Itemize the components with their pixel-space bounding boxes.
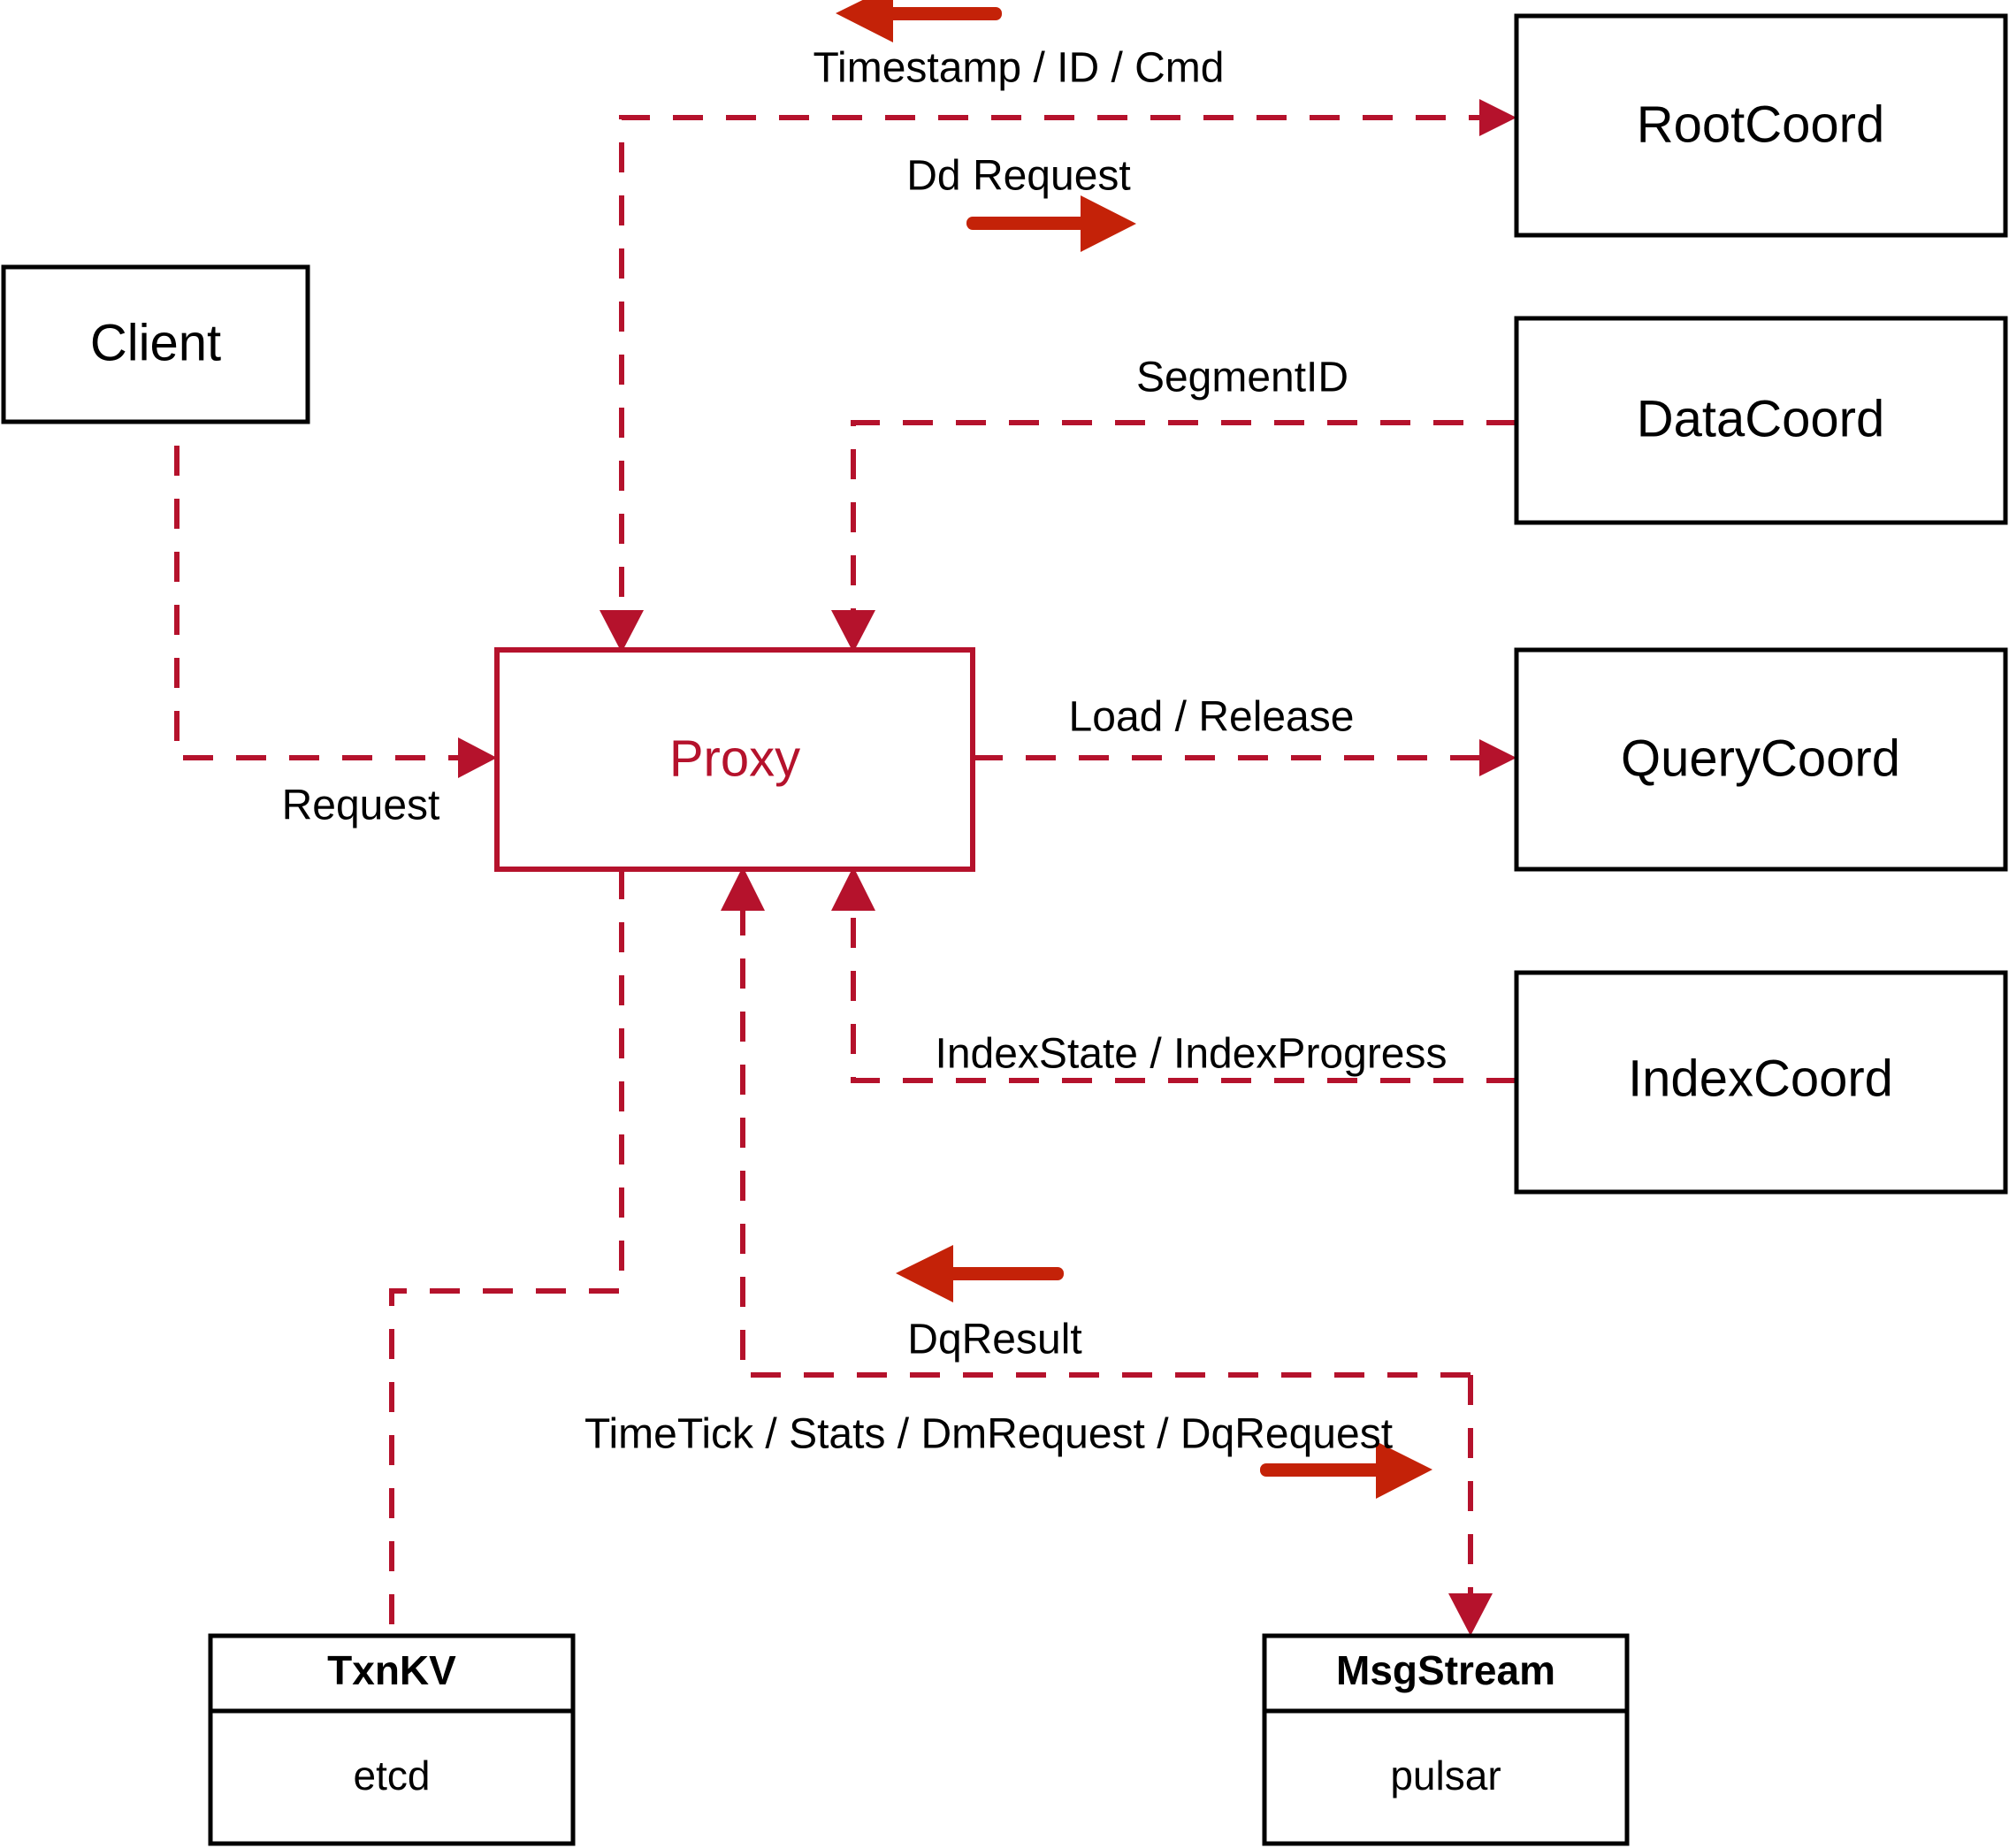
node-msgstream[interactable]: MsgStream pulsar xyxy=(1262,1633,1630,1846)
edge-request xyxy=(174,393,497,778)
arrowhead-proxy-left xyxy=(458,737,497,778)
node-indexcoord-label: IndexCoord xyxy=(1628,1050,1893,1107)
annotation-arrow-right-timetick xyxy=(1260,1441,1432,1499)
edge-label-dd-request: Dd Request xyxy=(906,153,1130,200)
edge-label-dq-result: DqResult xyxy=(907,1317,1081,1363)
node-rootcoord-label: RootCoord xyxy=(1637,95,1884,153)
arrowhead-proxy-bottom-left xyxy=(721,867,765,911)
edge-index-state xyxy=(831,867,1516,1083)
node-client[interactable]: Client xyxy=(1,264,310,424)
node-proxy-label: Proxy xyxy=(669,729,800,787)
edge-segment-id xyxy=(831,420,1516,653)
node-indexcoord[interactable]: IndexCoord xyxy=(1514,970,2008,1195)
arrowhead-rootcoord xyxy=(1479,99,1516,136)
edge-label-index-state-progress: IndexState / IndexProgress xyxy=(936,1031,1448,1078)
node-txnkv[interactable]: TxnKV etcd xyxy=(208,1633,576,1846)
edge-dd-request xyxy=(600,99,1516,653)
node-datacoord-label: DataCoord xyxy=(1637,390,1884,447)
edge-timetick-stats xyxy=(1448,1375,1493,1636)
edge-label-segment-id: SegmentID xyxy=(1136,355,1348,401)
arrowhead-proxy-top-left xyxy=(600,610,644,653)
node-txnkv-title: TxnKV xyxy=(327,1647,456,1693)
edge-label-request: Request xyxy=(282,783,440,829)
annotation-arrow-left-timestamp xyxy=(836,0,1002,42)
node-msgstream-title: MsgStream xyxy=(1336,1647,1555,1693)
arrowhead-msgstream xyxy=(1448,1593,1493,1636)
node-rootcoord[interactable]: RootCoord xyxy=(1514,13,2008,238)
edge-dq-result xyxy=(721,867,1470,1378)
node-txnkv-impl: etcd xyxy=(354,1753,431,1798)
arrowhead-querycoord xyxy=(1479,739,1516,776)
node-datacoord[interactable]: DataCoord xyxy=(1514,316,2008,525)
node-querycoord[interactable]: QueryCoord xyxy=(1514,647,2008,872)
edge-proxy-txnkv xyxy=(389,869,624,1636)
annotation-arrow-right-dd-request xyxy=(966,195,1136,252)
arrowhead-proxy-bottom-right xyxy=(831,867,875,911)
edge-label-timestamp-id-cmd: Timestamp / ID / Cmd xyxy=(814,45,1225,92)
annotation-arrow-left-dq-result xyxy=(896,1245,1064,1302)
edge-label-load-release: Load / Release xyxy=(1069,694,1355,741)
edge-load-release xyxy=(973,739,1516,776)
arrowhead-proxy-top-right xyxy=(831,610,875,653)
edge-label-timetick-stats-dm-dq: TimeTick / Stats / DmRequest / DqRequest xyxy=(584,1411,1393,1458)
node-msgstream-impl: pulsar xyxy=(1390,1753,1501,1798)
node-proxy[interactable]: Proxy xyxy=(494,647,975,872)
node-querycoord-label: QueryCoord xyxy=(1621,729,1900,787)
node-client-label: Client xyxy=(90,314,221,371)
